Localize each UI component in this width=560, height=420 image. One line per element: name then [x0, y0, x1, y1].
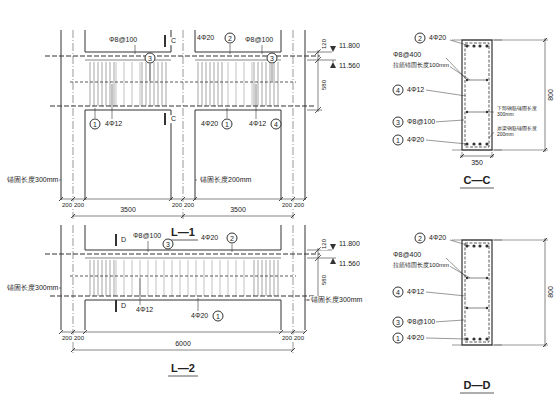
annotation-text: 200 [293, 335, 305, 342]
annotation-text: Φ8@100 [406, 118, 436, 126]
callout-number: 4 [393, 85, 404, 96]
annotation-text: Φ8@100 [132, 232, 162, 240]
dimension-text: 800 [547, 285, 555, 299]
annotation-text: 200 [281, 335, 293, 342]
callout-number: 3 [163, 239, 174, 250]
dimension-text: 580 [321, 274, 328, 286]
callout-number: 3 [145, 53, 156, 64]
annotation-text: D [120, 236, 127, 244]
annotation-text: 4Φ20 [406, 334, 425, 342]
view-title: L—2 [170, 362, 196, 374]
callout-number: 1 [90, 119, 101, 130]
annotation-text: 200 [73, 335, 85, 342]
dimension-text: 580 [321, 79, 328, 91]
annotation-text: 4Φ12 [406, 86, 425, 94]
callout-number: 2 [225, 33, 236, 44]
annotation-text: 4Φ20 [200, 120, 219, 128]
annotation-text: 11.800 [338, 42, 361, 50]
annotation-text: Φ8@100 [406, 318, 436, 326]
callout-number: 1 [393, 135, 404, 146]
annotation-text: 锚固长度300mm [6, 176, 59, 184]
section-c [426, 38, 548, 188]
view-title: L—1 [170, 226, 196, 238]
annotation-text: 拉筋锚固长度100mm [392, 62, 450, 69]
annotation-text: Φ8@100 [244, 36, 274, 44]
callout-number: 3 [393, 117, 404, 128]
annotation-text: D [120, 302, 127, 310]
dimension-text: 120 [321, 238, 328, 250]
callout-number: 1 [222, 119, 233, 130]
annotation-text: 200 [183, 202, 195, 209]
annotation-text: 3500 [119, 206, 137, 214]
annotation-text: 350 [470, 159, 484, 167]
beam-l2 [45, 225, 336, 376]
annotation-text: 200 [73, 202, 85, 209]
annotation-text: 锚固长度300mm [310, 296, 363, 304]
callout-number: 2 [415, 33, 426, 44]
annotation-text: 11.560 [338, 62, 361, 70]
annotation-text: 4Φ12 [135, 306, 154, 314]
annotation-text: 11.800 [338, 240, 361, 248]
annotation-text: 4Φ12 [104, 120, 123, 128]
annotation-text: 4Φ20 [190, 312, 209, 320]
annotation-text: 拉筋锚固长度100mm [392, 262, 450, 269]
annotation-text: 4Φ20 [406, 136, 425, 144]
annotation-text: 锚固长度200mm [199, 176, 252, 184]
annotation-text: 下部钢筋锚固长度300mm [496, 106, 544, 118]
annotation-text: 200 [61, 202, 73, 209]
callout-number: 2 [415, 233, 426, 244]
annotation-text: Φ8@400 [392, 251, 422, 259]
annotation-text: C [170, 115, 177, 123]
callout-number: 3 [393, 317, 404, 328]
annotation-text: 4Φ20 [428, 34, 447, 42]
callout-number: 4 [271, 119, 282, 130]
dimension-text: 800 [547, 88, 555, 102]
view-title: C—C [463, 174, 492, 186]
annotation-text: Φ8@400 [392, 51, 422, 59]
annotation-text: 200 [61, 335, 73, 342]
annotation-text: 6000 [174, 340, 192, 348]
callout-number: 2 [227, 233, 238, 244]
callout-number: 3 [267, 53, 278, 64]
annotation-text: 200 [171, 202, 183, 209]
annotation-text: 锚固长度300mm [6, 284, 59, 292]
annotation-text: Φ8@100 [108, 36, 138, 44]
annotation-text: 4Φ20 [200, 234, 219, 242]
annotation-text: 4Φ12 [248, 120, 267, 128]
annotation-text: 4Φ12 [406, 288, 425, 296]
annotation-text: 200 [281, 202, 293, 209]
annotation-text: 原梁钢筋锚固长度200mm [496, 126, 544, 138]
beam-l1 [45, 30, 336, 240]
annotation-text: 4Φ20 [196, 34, 215, 42]
annotation-text: 200 [293, 202, 305, 209]
callout-number: 4 [393, 287, 404, 298]
annotation-text: C [170, 37, 177, 45]
callout-number: 1 [213, 311, 224, 322]
annotation-text: 11.560 [338, 260, 361, 268]
annotation-text: 4Φ20 [428, 234, 447, 242]
dimension-text: 120 [321, 38, 328, 50]
callout-number: 1 [393, 333, 404, 344]
view-title: D—D [463, 379, 492, 391]
annotation-text: 3500 [229, 206, 247, 214]
